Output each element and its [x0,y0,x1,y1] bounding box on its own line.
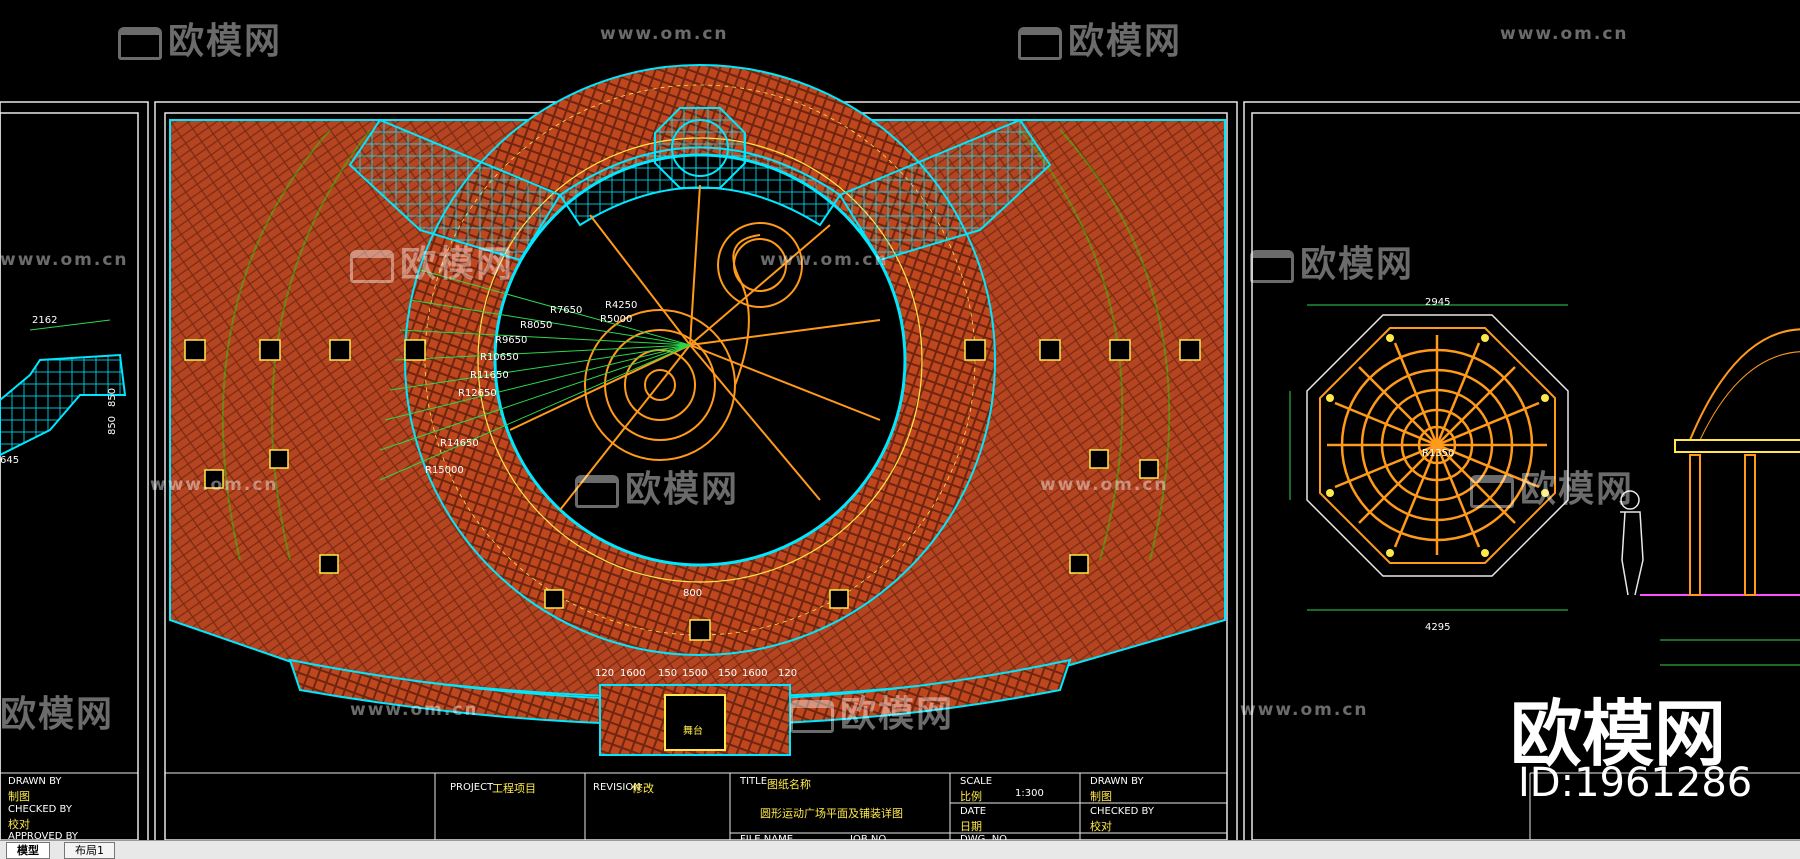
watermark-url-2: www.om.cn [1500,24,1629,44]
watermark-brand-3: 欧模网 [350,235,514,287]
dim-2162: 2162 [32,315,58,326]
tb-checked-by-2: CHECKED BY [1090,806,1154,817]
watermark-brand-8: 欧模网 [790,685,954,737]
watermark-url-8: www.om.cn [1240,700,1369,720]
sofa-logo-icon [118,26,162,60]
watermark-brand-6: 欧模网 [1470,460,1634,512]
dim-850-b: 850 [107,415,119,436]
title-block [0,772,1800,840]
layout-tab-bar: 模型 布局1 [0,840,1800,859]
tb-file-name: FILE NAME [740,834,793,845]
radius-r4250: R4250 [605,300,638,311]
left-fragment [0,319,127,457]
dim-120-b: 120 [778,668,798,679]
stamp-id: ID:1961286 [1518,760,1753,806]
dim-4295: 4295 [1425,622,1451,633]
watermark-url-3: www.om.cn [0,250,129,270]
tb-revision-cn: 修改 [632,782,654,795]
tb-checked-by: CHECKED BY [8,804,72,815]
radius-r14650: R14650 [440,438,479,449]
watermark-brand-2: 欧模网 [1018,12,1182,64]
right-roof-wing [838,118,1052,262]
radius-r12650: R12650 [458,388,497,399]
tab-layout1[interactable]: 布局1 [64,842,115,859]
watermark-brand-4: 欧模网 [1250,235,1414,287]
tb-date: DATE [960,806,987,817]
sofa-logo-icon [575,474,619,508]
watermark-url-6: www.om.cn [1040,475,1169,495]
tb-drawn-by: DRAWN BY [8,776,62,787]
dim-1600-b: 1600 [742,668,768,679]
plaza-plan [169,64,1226,756]
tb-title-cn: 图纸名称 [767,778,811,791]
tb-checked-by-2-cn: 校对 [1090,820,1112,833]
watermark-brand-7: 欧模网 [0,694,115,735]
tb-job-no: JOB NO [850,834,886,845]
tb-date-cn: 日期 [960,820,982,833]
tab-model[interactable]: 模型 [6,842,50,859]
pavilion-plan [1289,304,1569,611]
sofa-logo-icon [790,699,834,733]
tb-drawing-name: 圆形运动广场平面及铺装详图 [760,807,903,820]
radius-r10650: R10650 [480,352,519,363]
dim-150-a: 150 [658,668,678,679]
radius-r11650: R11650 [470,370,509,381]
radius-r7650: R7650 [550,305,583,316]
sofa-logo-icon [1470,474,1514,508]
sofa-logo-icon [1250,249,1294,283]
dim-150-b: 150 [718,668,738,679]
sofa-logo-icon [1018,26,1062,60]
tb-project-cn: 工程项目 [492,782,536,795]
sofa-logo-icon [350,249,394,283]
radius-r8050: R8050 [520,320,553,331]
watermark-url-7: www.om.cn [350,700,479,720]
lower-walkway [288,658,1072,726]
tb-checked-by-cn: 校对 [8,818,30,831]
radius-r1350: R1350 [1422,448,1455,459]
pavilion-elevation [1620,328,1800,666]
radius-r9650: R9650 [495,335,528,346]
tb-dwg-no: DWG. NO. [960,834,1010,845]
tb-approved-by: APPROVED BY [8,831,79,842]
dim-2945: 2945 [1425,297,1451,308]
tb-scale-value: 1:300 [1015,788,1044,799]
tb-scale-cn: 比例 [960,790,982,803]
cad-drawing-canvas[interactable] [0,0,1800,840]
watermark-brand-1: 欧模网 [118,12,282,64]
watermark-url-1: www.om.cn [600,24,729,44]
tb-drawn-by-2-cn: 制图 [1090,790,1112,803]
dim-800: 800 [683,588,703,599]
dim-850-a: 850 [107,387,119,408]
radius-r5000: R5000 [600,314,633,325]
watermark-url-4: www.om.cn [760,250,889,270]
top-pavilion [654,107,746,189]
stamp-brand: 欧模网 [1510,692,1727,776]
stage-label: 舞台 [683,726,703,737]
tb-drawn-by-2: DRAWN BY [1090,776,1144,787]
tb-project: PROJECT [450,782,494,793]
watermark-url-5: www.om.cn [150,475,279,495]
radius-r15000: R15000 [425,465,464,476]
dim-645: 645 [0,455,20,466]
tb-scale: SCALE [960,776,993,787]
tb-revision: REVISION [593,782,641,793]
dim-120-a: 120 [595,668,615,679]
left-roof-wing [348,118,562,262]
dim-1600-a: 1600 [620,668,646,679]
tb-title: TITLE [740,776,768,787]
tb-drawn-by-cn: 制图 [8,790,30,803]
watermark-brand-5: 欧模网 [575,460,739,512]
dim-1500: 1500 [682,668,708,679]
